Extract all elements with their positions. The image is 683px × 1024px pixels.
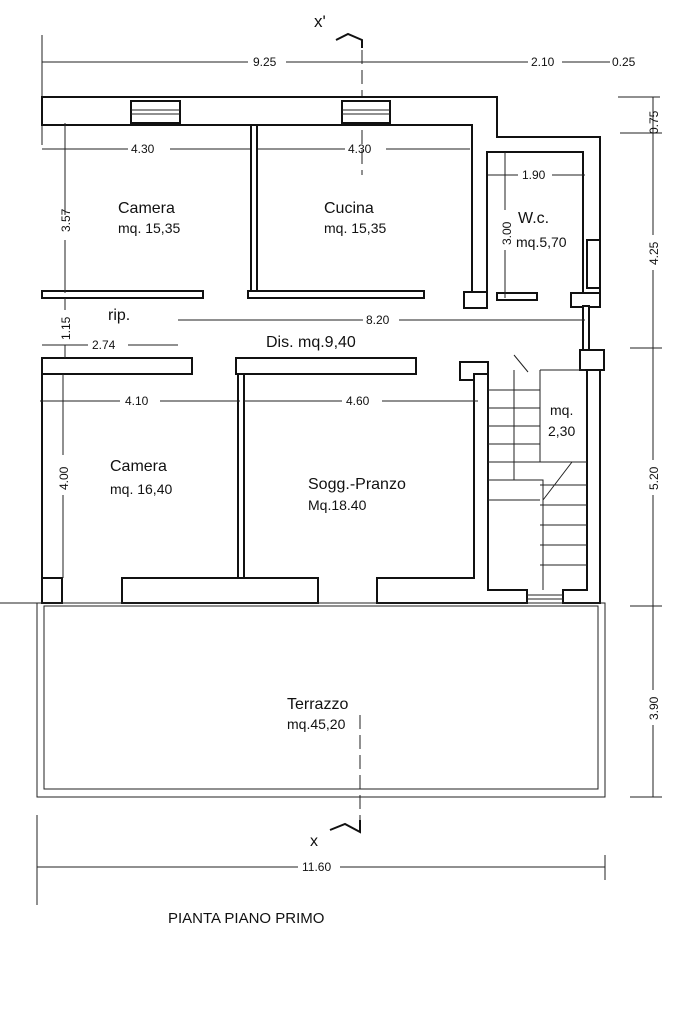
label-rooms-4-name: Dis. mq.9,40: [266, 334, 356, 351]
top-dimensions: 9.25 2.10 0.25: [41, 35, 636, 145]
label-dimensions-rip_depth: 1.15: [59, 316, 73, 340]
section-marker-bottom: x: [310, 715, 361, 850]
label-rooms-1-area: mq. 15,35: [324, 220, 386, 236]
label-dimensions-camera1_depth: 3.57: [59, 208, 73, 232]
label-dimensions-camera2_width: 4.10: [125, 394, 149, 408]
label-rooms-5-area: mq. 16,40: [110, 481, 172, 497]
room-labels: Camera mq. 15,35 Cucina mq. 15,35 W.c. m…: [108, 200, 567, 513]
label-dimensions-rip_width: 2.74: [92, 338, 116, 352]
terrace: Terrazzo mq.45,20: [0, 602, 606, 798]
bottom-dimensions: 11.60: [36, 815, 606, 905]
label-section_markers-bottom: x: [310, 833, 318, 850]
label-rooms-2-name: W.c.: [518, 210, 549, 227]
label-rooms-3-name: rip.: [108, 307, 130, 324]
label-dimensions-top_edge: 0.25: [612, 55, 636, 69]
label-dimensions-right_lower: 3.90: [647, 696, 661, 720]
label-dimensions-top_right: 2.10: [531, 55, 555, 69]
walls: [41, 96, 605, 604]
label-rooms-7-area: 2,30: [548, 423, 575, 439]
label-rooms-0-area: mq. 15,35: [118, 220, 180, 236]
label-dimensions-right_middle: 5.20: [647, 466, 661, 490]
window: [130, 100, 181, 124]
label-dimensions-right_top: 0.75: [647, 110, 661, 134]
label-rooms-6-area: Mq.18.40: [308, 497, 367, 513]
label-dimensions-camera1_width: 4.30: [131, 142, 155, 156]
label-dimensions-wc_depth: 3.00: [500, 221, 514, 245]
label-rooms-0-name: Camera: [118, 200, 175, 217]
window: [341, 100, 391, 124]
label-section_markers-top: x': [314, 12, 326, 31]
label-rooms-1-name: Cucina: [324, 200, 374, 217]
label-rooms-7-name: mq.: [550, 402, 573, 418]
right-dimensions: 0.75 4.25 5.20 3.90: [618, 96, 662, 798]
label-rooms-2-area: mq.5,70: [516, 234, 567, 250]
label-dimensions-cucina_width: 4.30: [348, 142, 372, 156]
label-rooms-8-area: mq.45,20: [287, 716, 346, 732]
label-rooms-6-name: Sogg.-Pranzo: [308, 476, 406, 493]
label-dimensions-corridor_length: 8.20: [366, 313, 390, 327]
drawing-title: PIANTA PIANO PRIMO: [168, 910, 324, 927]
label-dimensions-bottom_total: 11.60: [302, 860, 331, 874]
label-dimensions-right_upper: 4.25: [647, 241, 661, 265]
label-dimensions-wc_width: 1.90: [522, 168, 546, 182]
interior-dimensions: 4.30 4.30 3.57 1.90 3.00 1.15 2.74 8.20 …: [40, 123, 585, 578]
label-dimensions-soggiorno_width: 4.60: [346, 394, 370, 408]
label-rooms-5-name: Camera: [110, 458, 167, 475]
label-rooms-8-name: Terrazzo: [287, 696, 348, 713]
label-dimensions-camera2_depth: 4.00: [57, 466, 71, 490]
label-dimensions-top_total: 9.25: [253, 55, 277, 69]
staircase: mq. 2,30: [488, 354, 587, 590]
